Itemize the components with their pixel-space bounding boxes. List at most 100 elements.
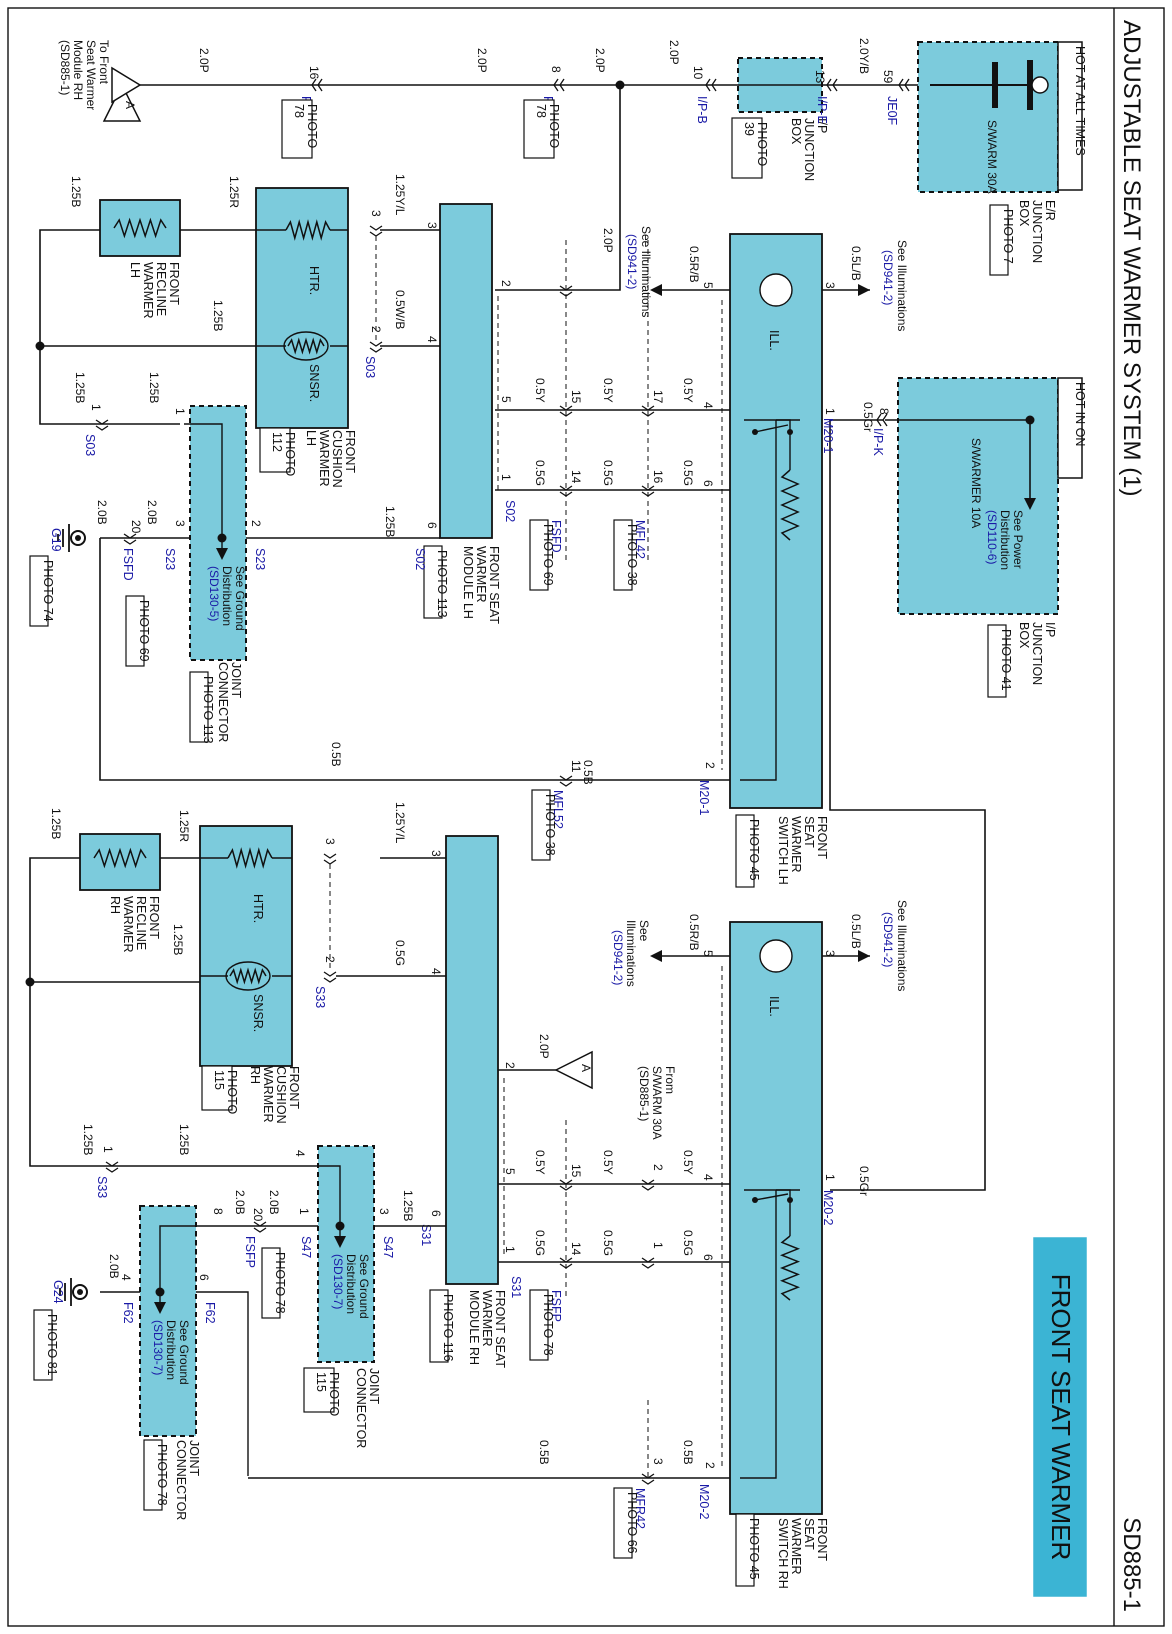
cushion-rh-photo-frame — [201, 1065, 233, 1111]
line-1: RECLINE — [134, 896, 148, 950]
chevron-b — [369, 231, 383, 237]
label-pins-p8-1137: 8 — [211, 1208, 225, 1215]
connector-fsfp-joint: FSFP — [243, 1236, 257, 1268]
joint-rh-f62-ref: (SD130-7) — [151, 1320, 165, 1375]
er-photo-text: PHOTO 7 — [1001, 209, 1015, 264]
label-wires-w_05wb-1052: 0.5W/B — [393, 290, 407, 329]
line-1: Seat Warmer — [84, 40, 98, 110]
chevron-b — [559, 1185, 573, 1191]
label-notes-see_ill_1_ref-1028: (SD941-2) — [881, 250, 895, 305]
ref-a-top: A — [102, 83, 142, 122]
chevron-b — [898, 78, 904, 92]
g24-photo: PHOTO 81 — [33, 1309, 59, 1381]
label-wires-w_125r-1116: 1.25R — [177, 810, 191, 842]
recline-rh-resistor — [93, 847, 147, 869]
joint-connector-rh-f62-bg — [139, 1205, 197, 1437]
cushion-rh-htr — [227, 847, 273, 869]
label-pins-p1-1081: 1 — [823, 1174, 837, 1181]
line-2: WARMER — [141, 262, 155, 318]
chevron-a — [317, 78, 323, 92]
line-1: 115 — [212, 1070, 226, 1090]
line-0: To Front — [97, 40, 111, 85]
connector-rh-cushion-3 — [323, 853, 337, 865]
cushion-lh-snsr — [287, 337, 325, 355]
switch-lh-resistor — [780, 469, 800, 541]
line-1: CUSHION — [330, 430, 344, 488]
er-photo: PHOTO 7 — [989, 204, 1015, 276]
mfl42-photo-text: PHOTO 38 — [625, 524, 639, 586]
wire-1122 — [300, 1165, 341, 1226]
to-front-rh-ref: (SD885-1) — [58, 40, 72, 95]
line-1: JUNCTION — [1030, 200, 1044, 263]
label-wires-w_125yl-1050: 1.25Y/L — [393, 174, 407, 216]
diagram-root: ADJUSTABLE SEAT WARMER SYSTEM (1)SD885-1… — [7, 7, 1165, 1627]
label-wires-w_05rb-1089: 0.5R/B — [687, 914, 701, 951]
label-notes-see_ill_3_ref-1088: (SD941-2) — [881, 912, 895, 967]
switch-lh-photo-text: PHOTO 45 — [747, 819, 761, 881]
label-wires-w_05gr-1019: 0.5Gr — [857, 1166, 871, 1196]
label-wires-w_05b-1142: 0.5B — [681, 1440, 695, 1465]
chevron-b — [826, 78, 832, 92]
fsfd-lh-photo-text: PHOTO 69 — [541, 524, 555, 586]
line-1: 78 — [534, 104, 548, 118]
cushion-lh-snsr-label: SNSR. — [307, 364, 321, 402]
line-0: See Power — [1011, 510, 1025, 569]
switch-lh-blade — [754, 424, 789, 433]
line-1: Distribution — [220, 566, 234, 626]
line-2: MODULE LH — [461, 546, 475, 619]
line-0: I/P — [815, 118, 829, 133]
hot-in-on-box — [1057, 377, 1083, 479]
label-wires-w_125b-1071: 1.25B — [383, 506, 397, 537]
ref-a-rh — [554, 1050, 593, 1090]
illumination-lamp-lh — [759, 273, 793, 307]
fsfd-lh-photo-frame — [529, 519, 549, 591]
joint-rh-s47-arrow — [334, 1236, 346, 1248]
chevron-a — [559, 78, 565, 92]
line-1: CONNECTOR — [354, 1368, 368, 1448]
chevron-b — [323, 977, 337, 983]
label-wires-w_20b-1072: 2.0B — [145, 500, 159, 525]
label-connectors-IPK-1016: I/P-K — [871, 428, 885, 456]
label-wires-w_125b-1120: 1.25B — [177, 1124, 191, 1155]
line-1: Distribution — [164, 1320, 178, 1380]
label-pins-p3-1109: 3 — [323, 838, 337, 845]
line-1: JUNCTION — [1030, 622, 1044, 685]
line-0: PHOTO — [547, 104, 561, 148]
fsfp-top-photo-frame — [281, 99, 313, 159]
fsfp-joint-photo-frame — [261, 1247, 281, 1319]
ip-right-photo-text: PHOTO 41 — [999, 629, 1013, 691]
connector-s33-joint: S33 — [95, 1176, 109, 1198]
label-pins-p2-1101: 2 — [503, 1062, 517, 1069]
connector-s47-left: S47 — [299, 1236, 313, 1258]
ref-a-top-shape — [102, 83, 142, 122]
line-2: BOX — [1017, 200, 1031, 227]
connector-s47-right: S47 — [381, 1236, 395, 1258]
line-0: FRONT — [815, 1518, 829, 1561]
label-wires-w_125b-1118: 1.25B — [171, 924, 185, 955]
switch-rh-contact-dot-b — [787, 1197, 793, 1203]
chevron-a — [641, 1257, 655, 1263]
line-0: PHOTO — [305, 104, 319, 148]
power-distribution-arrow — [1024, 498, 1036, 510]
chevron-a — [369, 225, 383, 231]
label-pins-p6-1024: 6 — [701, 480, 715, 487]
line-3: LH — [128, 262, 142, 278]
label-wires-w_05g-1100: 0.5G — [533, 1230, 547, 1256]
label-wires-w_05b-1076: 0.5B — [581, 760, 595, 785]
label-pins-p5-1102: 5 — [503, 1168, 517, 1175]
label-pins-p20-1132: 20 — [251, 1208, 265, 1222]
label-wires-w_05lb-1086: 0.5L/B — [849, 914, 863, 949]
label-pins-p15-1033: 15 — [569, 390, 583, 404]
line-2: MODULE RH — [467, 1290, 481, 1365]
label-pins-p11-1078: 11 — [569, 760, 583, 773]
line-0: FRONT — [343, 430, 357, 473]
